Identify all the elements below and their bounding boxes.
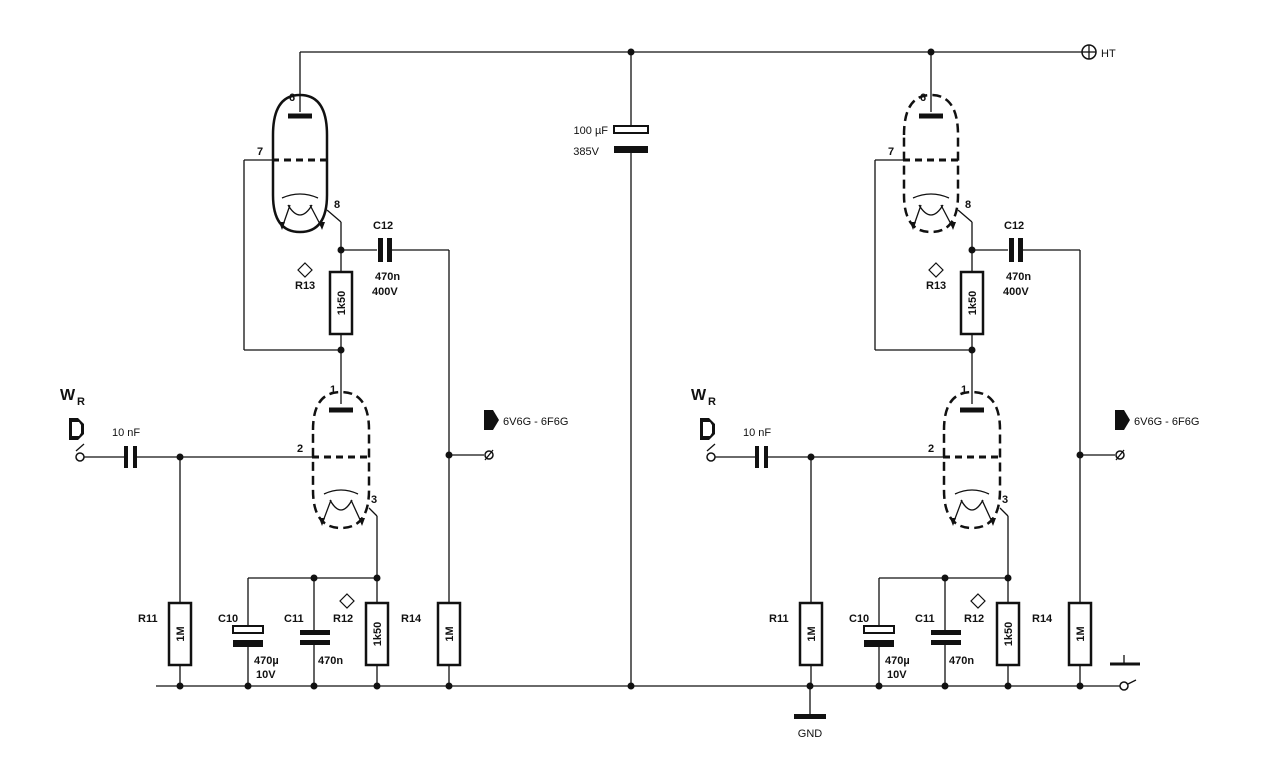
input-jack-icon: [700, 418, 715, 440]
r13-value: 1k50: [967, 291, 979, 315]
output-label: 6V6G - 6F6G: [503, 416, 568, 428]
c10-voltage: 10V: [887, 669, 907, 681]
c11-capacitor: C11 470n: [284, 613, 343, 667]
input-label: W: [691, 387, 707, 404]
pin-label: 7: [257, 146, 263, 158]
pin-label: 6: [920, 92, 926, 104]
input-sub: R: [708, 396, 716, 408]
pin-label: 2: [928, 443, 934, 455]
r13-resistor: 1k50 R13: [926, 262, 985, 336]
coupling-cap-value: 10 nF: [743, 427, 771, 439]
channel-left: 6 7 8 C12 470n 400V 1k50 R13: [60, 52, 568, 690]
input-coupling-capacitor: 10 nF: [743, 427, 771, 468]
r11-resistor: 1M R11: [138, 601, 193, 667]
lower-tube: 1 2 3: [928, 384, 1008, 530]
c10-value: 470µ: [885, 655, 910, 667]
c12-ref: C12: [373, 220, 393, 232]
lower-tube: 1 2 3: [297, 384, 377, 530]
r14-resistor: 1M R14: [401, 601, 462, 667]
reservoir-capacitor: 100 µF 385V: [573, 52, 649, 686]
input-terminal: W R: [60, 387, 85, 462]
pin-label: 1: [330, 384, 336, 396]
c10-value: 470µ: [254, 655, 279, 667]
r13-value: 1k50: [336, 291, 348, 315]
c10-capacitor: C10 470µ 10V: [849, 613, 910, 681]
r11-value: 1M: [806, 626, 818, 641]
c11-ref: C11: [284, 613, 304, 625]
reservoir-cap-voltage: 385V: [573, 146, 599, 158]
r14-value: 1M: [444, 626, 456, 641]
c11-value: 470n: [949, 655, 974, 667]
ht-label: HT: [1101, 48, 1116, 60]
ground-rail: [156, 682, 1124, 690]
c12-capacitor: C12 470n 400V: [972, 220, 1080, 298]
r12-ref: R12: [333, 613, 353, 625]
c10-ref: C10: [218, 613, 238, 625]
channel-right: 6 7 8 C12 470n 400V 1k50 R13: [691, 52, 1199, 690]
r13-ref: R13: [295, 280, 315, 292]
pin-label: 8: [965, 199, 971, 211]
input-sub: R: [77, 396, 85, 408]
c12-ref: C12: [1004, 220, 1024, 232]
output-ground-terminal: [1110, 655, 1140, 691]
pin-label: 7: [888, 146, 894, 158]
upper-tube: 6 7 8: [257, 92, 340, 234]
gnd-marker: GND: [794, 682, 826, 740]
r11-ref: R11: [769, 613, 789, 625]
c12-value: 470n: [375, 271, 400, 283]
r11-ref: R11: [138, 613, 158, 625]
c12-value: 470n: [1006, 271, 1031, 283]
pin-label: 3: [371, 494, 377, 506]
pin-label: 1: [961, 384, 967, 396]
c12-capacitor: C12 470n 400V: [341, 220, 449, 298]
ht-terminal: HT: [1081, 44, 1116, 60]
input-label: W: [60, 387, 76, 404]
upper-tube: 6 7 8: [888, 92, 971, 234]
r11-value: 1M: [175, 626, 187, 641]
c11-ref: C11: [915, 613, 935, 625]
c10-ref: C10: [849, 613, 869, 625]
c11-value: 470n: [318, 655, 343, 667]
adjust-marker-icon: [339, 593, 355, 609]
ht-rail: [300, 48, 1082, 56]
r13-resistor: 1k50 R13: [295, 262, 354, 336]
r11-resistor: 1M R11: [769, 601, 824, 667]
adjust-marker-icon: [970, 593, 986, 609]
r14-resistor: 1M R14: [1032, 601, 1093, 667]
output-label: 6V6G - 6F6G: [1134, 416, 1199, 428]
adjust-marker-icon: [297, 262, 313, 278]
output-arrow-icon: [484, 410, 499, 430]
c10-voltage: 10V: [256, 669, 276, 681]
c10-capacitor: C10 470µ 10V: [218, 613, 279, 681]
output-arrow-icon: [1115, 410, 1130, 430]
c12-voltage: 400V: [372, 286, 398, 298]
c11-capacitor: C11 470n: [915, 613, 974, 667]
c12-voltage: 400V: [1003, 286, 1029, 298]
pin-label: 8: [334, 199, 340, 211]
input-coupling-capacitor: 10 nF: [112, 427, 140, 468]
pin-label: 2: [297, 443, 303, 455]
input-jack-icon: [69, 418, 84, 440]
r12-value: 1k50: [372, 622, 384, 646]
r12-value: 1k50: [1003, 622, 1015, 646]
r13-ref: R13: [926, 280, 946, 292]
r12-resistor: 1k50 R12: [964, 593, 1021, 667]
reservoir-cap-value: 100 µF: [574, 125, 609, 137]
pin-label: 3: [1002, 494, 1008, 506]
r12-resistor: 1k50 R12: [333, 593, 390, 667]
coupling-cap-value: 10 nF: [112, 427, 140, 439]
r14-ref: R14: [1032, 613, 1053, 625]
pin-label: 6: [289, 92, 295, 104]
adjust-marker-icon: [928, 262, 944, 278]
gnd-label: GND: [798, 728, 823, 740]
r12-ref: R12: [964, 613, 984, 625]
r14-ref: R14: [401, 613, 422, 625]
input-terminal: W R: [691, 387, 716, 462]
r14-value: 1M: [1075, 626, 1087, 641]
